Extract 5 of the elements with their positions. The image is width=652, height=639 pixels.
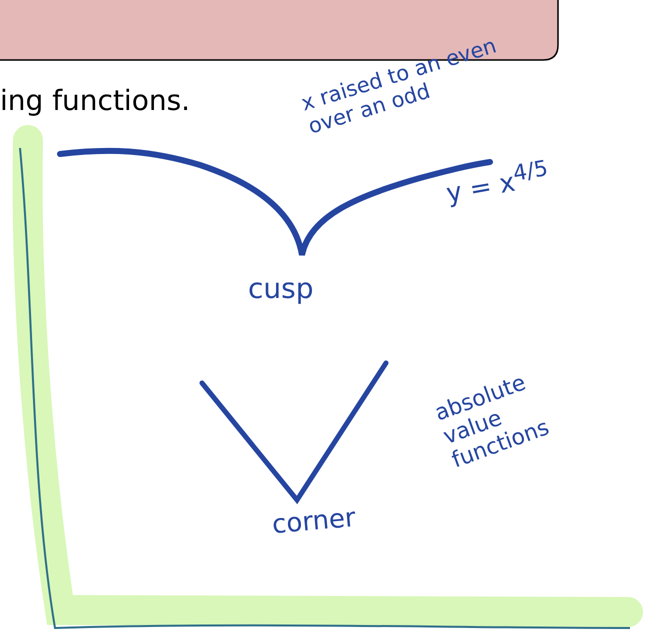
cusp-label: cusp <box>248 272 315 305</box>
equation: y = x$^{4/5}$ <box>443 155 551 210</box>
corner-label: corner <box>270 502 358 540</box>
heading-text: ing functions. <box>0 84 192 117</box>
handwritten-note: x raised to an even over an odd <box>298 32 500 138</box>
